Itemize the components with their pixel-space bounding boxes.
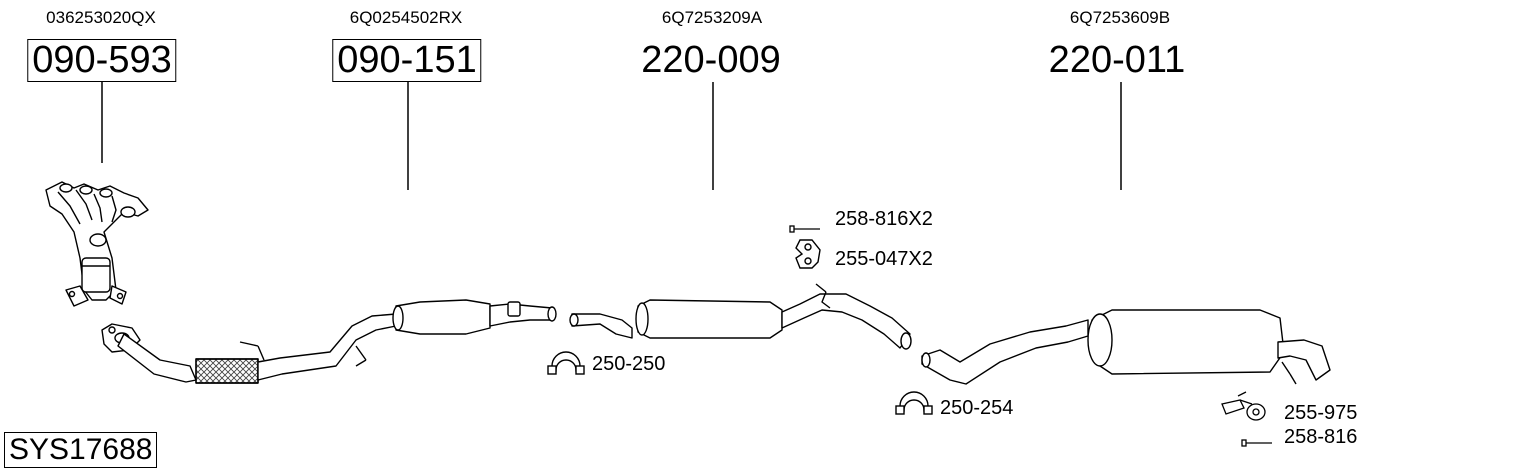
accessory-label[interactable]: 250-250: [592, 353, 666, 375]
leader-lines: [101, 82, 1122, 190]
part-number[interactable]: 220-009: [641, 39, 781, 81]
middle-silencer-part[interactable]: [569, 283, 912, 350]
clamp-icon: [895, 391, 933, 415]
part-number[interactable]: 220-011: [1048, 39, 1186, 81]
accessory-label[interactable]: 258-816X2: [835, 208, 933, 230]
exhaust-manifold-part[interactable]: [45, 181, 149, 307]
rubber-mount-icon: [795, 239, 821, 269]
part-number-boxed[interactable]: 090-151: [332, 39, 482, 82]
rear-silencer-part[interactable]: [921, 309, 1331, 385]
oe-number: 6Q0254502RX: [349, 8, 463, 27]
bolt-icon: [1241, 439, 1272, 447]
bracket-icon: [1221, 391, 1266, 421]
oe-number: 036253020QX: [46, 8, 156, 27]
oe-number: 6Q7253209A: [661, 8, 763, 27]
accessory-label[interactable]: 255-975: [1284, 402, 1358, 424]
clamp-icon: [547, 351, 585, 375]
accessory-label[interactable]: 255-047X2: [835, 248, 933, 270]
accessory-label[interactable]: 258-816: [1284, 426, 1358, 448]
system-code: SYS17688: [4, 432, 158, 468]
accessory-label[interactable]: 250-254: [940, 397, 1014, 419]
bolt-icon: [789, 225, 820, 233]
front-pipe-part[interactable]: [101, 299, 557, 384]
oe-number: 6Q7253609B: [1069, 8, 1171, 27]
part-number-boxed[interactable]: 090-593: [27, 39, 177, 82]
